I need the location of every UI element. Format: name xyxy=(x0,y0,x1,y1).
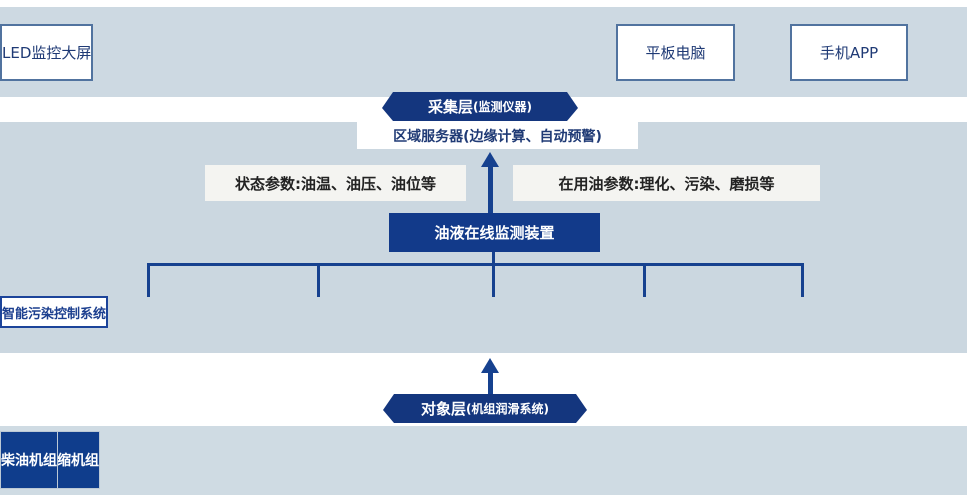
connector-hub-stem xyxy=(492,252,495,265)
collection-layer-subtitle: (监测仪器) xyxy=(473,100,532,114)
terminal-box-led-screen: LED监控大屏 xyxy=(0,24,94,81)
arrow-up-icon xyxy=(481,152,499,167)
object-box-diesel-unit: 柴油机组 xyxy=(0,431,58,489)
connector-drop-5 xyxy=(801,263,804,297)
connector-horizontal xyxy=(147,263,804,266)
device-box-smart-pollution-control: 智能污染控制系统 xyxy=(0,296,109,328)
region-server-box: 区域服务器(边缘计算、自动预警) xyxy=(357,122,638,149)
connector-drop-4 xyxy=(643,263,646,297)
collection-layer-pill: 采集层(监测仪器) xyxy=(382,92,578,121)
arrow-shaft xyxy=(488,371,493,394)
connector-drop-2 xyxy=(317,263,320,297)
online-monitoring-hub-box: 油液在线监测装置 xyxy=(389,213,600,252)
terminal-box-mobile-app: 手机APP xyxy=(790,24,908,81)
object-layer-subtitle: (机组润滑系统) xyxy=(466,402,549,416)
arrow-shaft xyxy=(488,165,493,213)
object-layer-pill: 对象层(机组润滑系统) xyxy=(383,394,587,423)
object-layer-title: 对象层 xyxy=(421,400,467,418)
collection-layer-title: 采集层 xyxy=(428,98,474,116)
connector-drop-3 xyxy=(492,263,495,297)
arrow-up-icon xyxy=(481,358,499,373)
terminal-box-tablet: 平板电脑 xyxy=(616,24,735,81)
oil-parameters-label: 在用油参数:理化、污染、磨损等 xyxy=(513,165,820,201)
status-parameters-label: 状态参数:油温、油压、油位等 xyxy=(205,165,466,201)
object-layer-band xyxy=(0,426,967,495)
connector-drop-1 xyxy=(147,263,150,297)
